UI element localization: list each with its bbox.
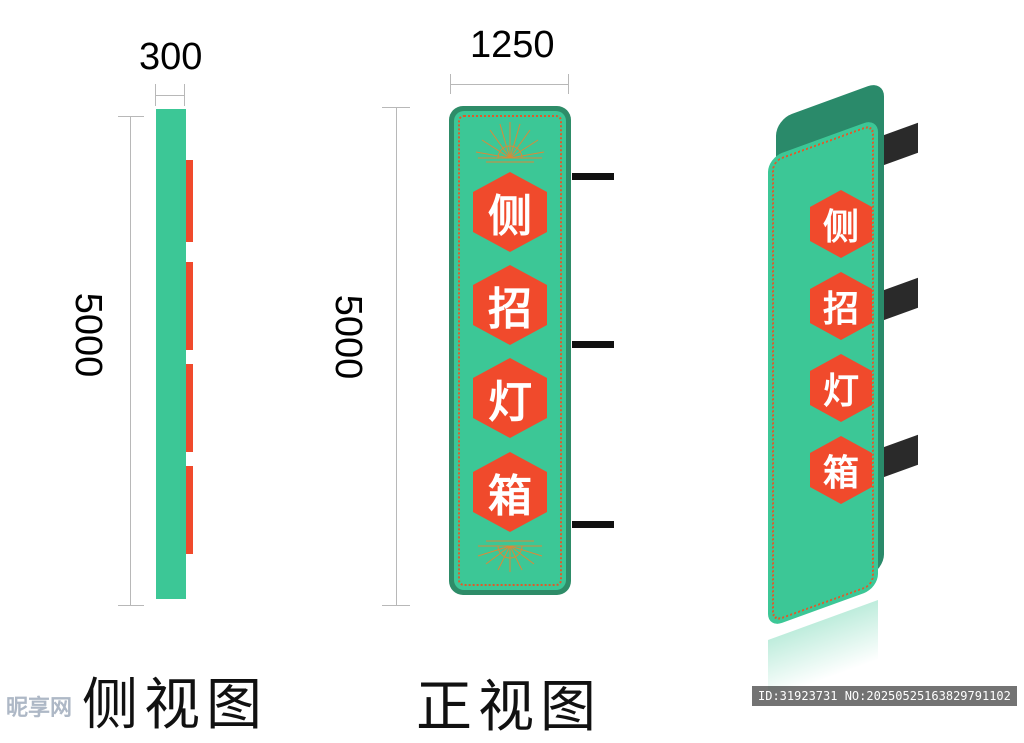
- front-width-label: 1250: [470, 24, 555, 66]
- front-height-tick-top: [382, 107, 410, 108]
- side-bracket-4: [186, 466, 193, 554]
- side-panel: [156, 109, 186, 599]
- side-view: 300 5000 侧视图: [0, 0, 262, 738]
- front-height-label: 5000: [327, 294, 369, 380]
- front-width-tick-right: [568, 74, 569, 94]
- front-bracket-2: [572, 341, 614, 348]
- side-height-line: [130, 116, 131, 606]
- iso-bracket-2: [878, 277, 918, 323]
- side-height-tick-bottom: [118, 605, 144, 606]
- front-width-tick-left: [450, 74, 451, 94]
- front-view: 1250 5000 侧 招 灯 箱 正视图: [300, 0, 640, 740]
- side-bracket-1: [186, 160, 193, 242]
- sunrise-icon: [477, 540, 543, 572]
- front-bracket-1: [572, 173, 614, 180]
- sunrise-icon: [475, 122, 545, 163]
- iso-bracket-1: [878, 122, 918, 168]
- front-height-line: [396, 107, 397, 605]
- side-width-label: 300: [139, 36, 203, 78]
- side-bracket-2: [186, 262, 193, 350]
- front-height-tick-bottom: [382, 605, 410, 606]
- front-width-line: [450, 84, 568, 85]
- side-width-line: [155, 95, 185, 96]
- side-bracket-3: [186, 364, 193, 452]
- front-bracket-3: [572, 521, 614, 528]
- watermark-site: 昵享网: [6, 696, 73, 721]
- side-height-tick-top: [118, 116, 144, 117]
- front-view-caption: 正视图: [416, 675, 602, 740]
- iso-view: 侧 招 灯 箱: [740, 80, 960, 701]
- iso-bracket-3: [878, 434, 918, 480]
- side-view-caption: 侧视图: [82, 673, 268, 738]
- watermark-id: ID:31923731 NO:20250525163829791102: [752, 686, 1017, 706]
- side-height-label: 5000: [67, 292, 109, 378]
